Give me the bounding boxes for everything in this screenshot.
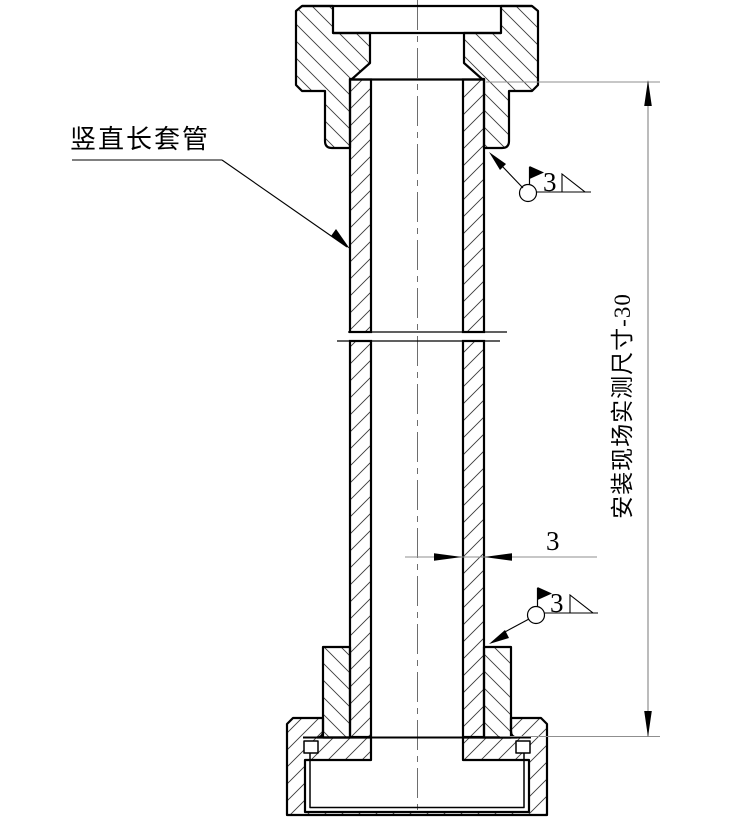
wall-thickness-dimension: 3: [405, 526, 597, 561]
field-weld-flag-top: [529, 166, 544, 179]
break-lines: [337, 331, 507, 342]
height-arrow-top: [644, 80, 652, 106]
weld-all-around-circle-top: [518, 183, 538, 203]
weld-all-around-circle-bottom: [526, 605, 546, 625]
fillet-weld-triangle-top: [561, 172, 587, 193]
field-weld-flag-bottom: [537, 587, 552, 600]
top-coupling-left-section: [294, 4, 372, 150]
pipe-wall-right-lower: [461, 339, 486, 739]
weld-size-bottom: 3: [550, 588, 564, 618]
liner-flange-left: [303, 740, 319, 754]
height-dim-label: 安装现场实测尺寸-30: [610, 293, 635, 519]
weld-leader-bottom: [502, 618, 530, 634]
base-fitting: [285, 716, 549, 817]
inner-liner: [309, 753, 525, 809]
top-coupling: [294, 4, 540, 150]
thickness-value: 3: [546, 526, 560, 556]
fillet-weld-triangle-bottom: [569, 593, 595, 614]
pipe-wall-left-lower: [348, 339, 373, 739]
top-coupling-right-section: [462, 4, 540, 150]
label-leader-line: [221, 159, 348, 248]
height-dimension: 安装现场实测尺寸-30: [486, 80, 660, 737]
pipe-wall-left-upper: [348, 78, 373, 334]
thickness-arrow-left: [434, 553, 462, 561]
height-arrow-bottom: [644, 711, 652, 737]
thickness-arrow-right: [484, 553, 512, 561]
weld-arrow-bottom: [489, 630, 509, 644]
weld-symbol-bottom: 3: [489, 587, 598, 644]
weld-arrow-top: [489, 152, 506, 170]
weld-symbol-top: 3: [489, 152, 591, 203]
weld-leader-top: [501, 165, 524, 189]
liner-flange-right: [515, 740, 531, 754]
pipe-wall-right-upper: [461, 78, 486, 334]
weld-size-top: 3: [543, 167, 557, 197]
part-label: 竖直长套管: [70, 125, 210, 154]
label-leader-arrow: [331, 229, 350, 249]
part-label-group: 竖直长套管: [70, 125, 350, 249]
sleeve-pipe: [337, 78, 507, 739]
